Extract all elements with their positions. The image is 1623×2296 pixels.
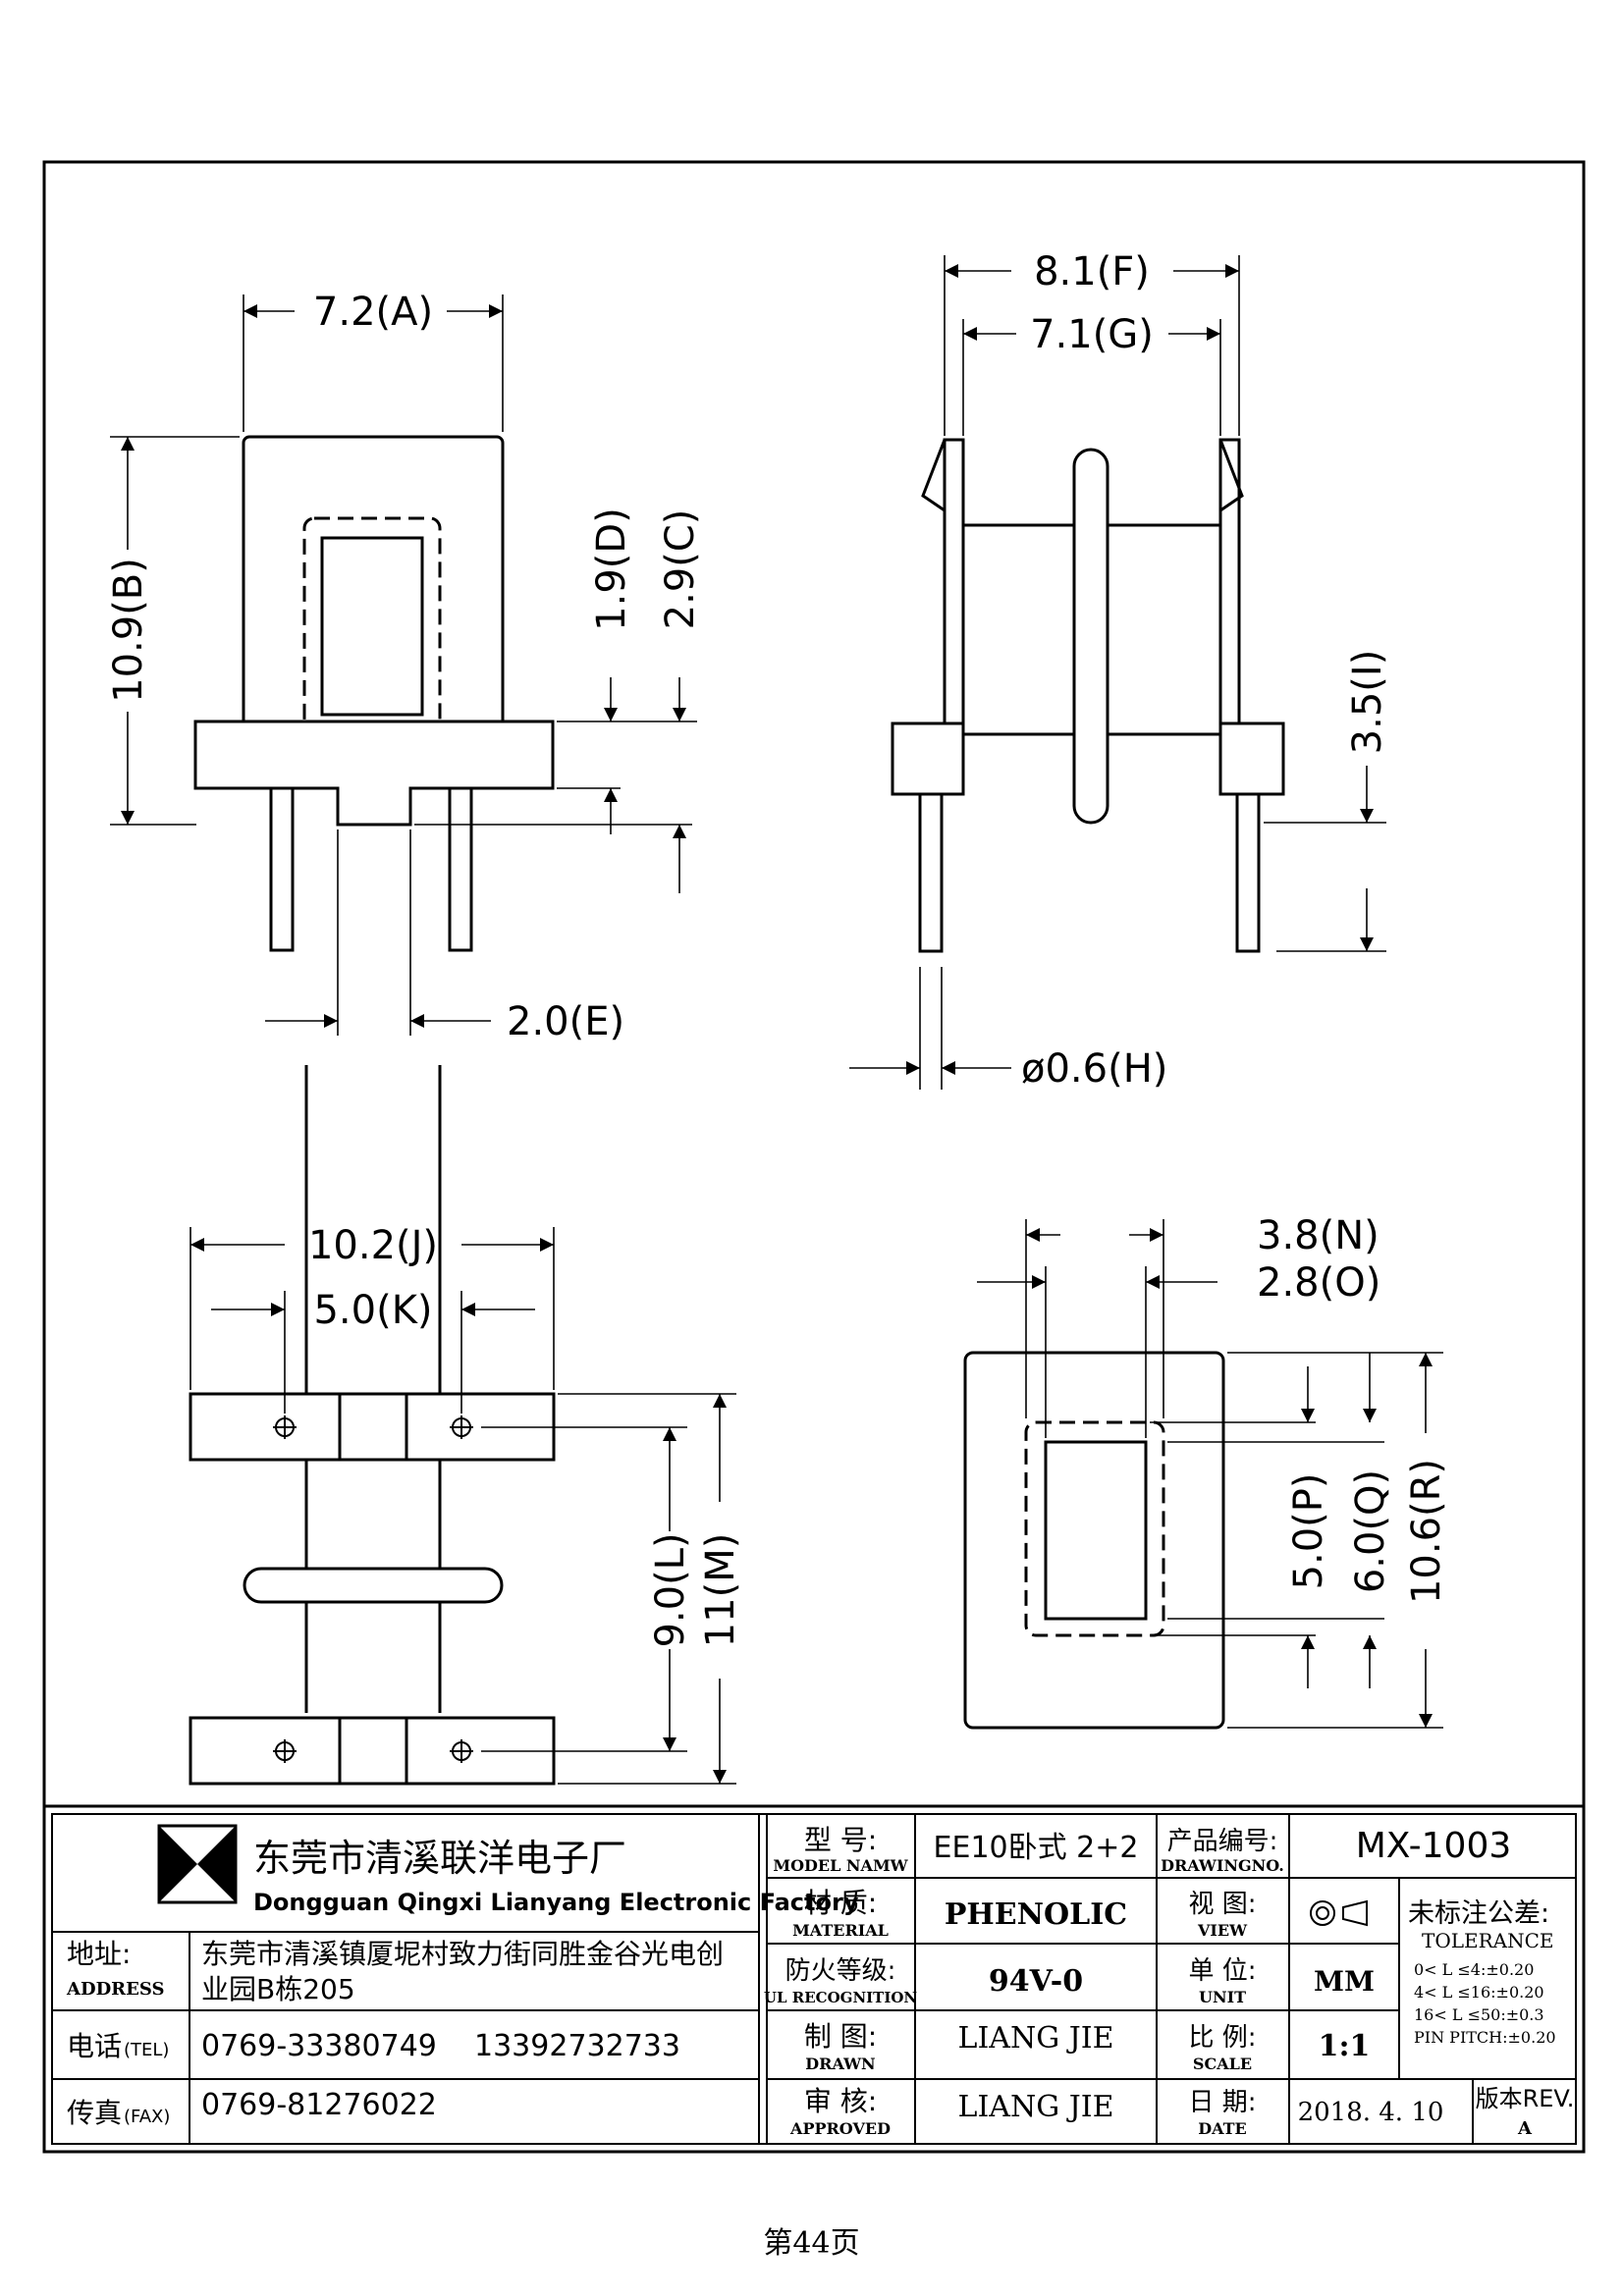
front-view	[193, 435, 555, 952]
tolerance-line-4: PIN PITCH:±0.20	[1414, 2028, 1556, 2047]
address-line-2: 业园B栋205	[201, 1973, 355, 2005]
unit-value: MM	[1314, 1965, 1375, 1998]
approved-value: LIANG JIE	[958, 2090, 1114, 2124]
dim-label-q: 6.0(Q)	[1348, 1469, 1393, 1593]
address-label-en: ADDRESS	[66, 1979, 164, 2000]
fax-label-en: (FAX)	[124, 2107, 170, 2127]
drawn-value: LIANG JIE	[958, 2021, 1114, 2056]
view-label-en: VIEW	[1197, 1921, 1248, 1940]
address-label-cn: 地址:	[67, 1938, 131, 1970]
dim-label-a: 7.2(A)	[313, 290, 433, 335]
view-label-cn: 视 图:	[1188, 1890, 1256, 1919]
ul-value: 94V-0	[989, 1964, 1083, 1999]
model-value: EE10卧式 2+2	[934, 1831, 1139, 1865]
material-label-en: MATERIAL	[792, 1921, 889, 1940]
bottom-view-labels: 10.2(J) 5.0(K) 9.0(L) 11(M)	[308, 1223, 743, 1648]
drawing-no-label-en: DRAWINGNO.	[1161, 1856, 1284, 1875]
dim-label-p: 5.0(P)	[1286, 1473, 1331, 1590]
drawing-no-label-cn: 产品编号:	[1167, 1827, 1278, 1856]
dim-label-g: 7.1(G)	[1030, 312, 1154, 357]
company-name-cn: 东莞市清溪联洋电子厂	[253, 1837, 626, 1880]
company-logo	[157, 1824, 238, 1904]
material-label-cn: 材 质:	[804, 1887, 877, 1919]
top-view-labels: 3.8(N) 2.8(O) 5.0(P) 6.0(Q) 10.6(R)	[1257, 1213, 1449, 1604]
tel-label-en: (TEL)	[124, 2040, 169, 2060]
date-value: 2018. 4. 10	[1298, 2098, 1444, 2127]
front-view-labels: 7.2(A) 10.9(B) 1.9(D) 2.9(C) 2.0(E)	[106, 290, 703, 1044]
scale-label-cn: 比 例:	[1188, 2023, 1256, 2053]
title-block	[42, 1804, 1586, 2154]
bottom-view-dimensions	[189, 1227, 736, 1785]
drawn-label-en: DRAWN	[805, 2055, 875, 2073]
projection-symbol-icon	[1310, 1899, 1368, 1927]
revision-value: A	[1517, 2118, 1533, 2139]
unit-label-en: UNIT	[1199, 1988, 1246, 2006]
address-line-1: 东莞市清溪镇厦坭村致力街同胜金谷光电创	[201, 1938, 724, 1970]
material-value: PHENOLIC	[945, 1897, 1127, 1932]
dim-label-c: 2.9(C)	[658, 509, 703, 630]
tolerance-label-cn: 未标注公差:	[1408, 1898, 1549, 1929]
drawing-no-value: MX-1003	[1356, 1826, 1512, 1866]
dim-label-f: 8.1(F)	[1034, 249, 1150, 294]
dim-label-d: 1.9(D)	[589, 507, 634, 631]
bottom-view	[189, 1065, 556, 1786]
dim-label-n: 3.8(N)	[1257, 1213, 1380, 1258]
revision-label: 版本REV.	[1476, 2085, 1575, 2112]
approved-label-cn: 审 核:	[804, 2085, 877, 2117]
dim-label-m: 11(M)	[698, 1533, 743, 1648]
ul-label-en: UL RECOGNITION	[764, 1989, 918, 2006]
drawn-label-cn: 制 图:	[804, 2020, 877, 2053]
ul-label-cn: 防火等级:	[785, 1956, 896, 1986]
dim-label-k: 5.0(K)	[313, 1288, 432, 1333]
tolerance-line-2: 4< L ≤16:±0.20	[1414, 1983, 1544, 2002]
top-view	[963, 1351, 1225, 1730]
fax-label-cn: 传真	[67, 2097, 122, 2129]
dim-label-o: 2.8(O)	[1257, 1260, 1380, 1306]
dim-label-j: 10.2(J)	[308, 1223, 438, 1268]
side-view	[891, 438, 1285, 953]
model-label-en: MODEL NAMW	[773, 1856, 908, 1875]
page-number: 第44页	[763, 2226, 860, 2261]
date-label-en: DATE	[1198, 2119, 1247, 2138]
dim-label-l: 9.0(L)	[648, 1532, 693, 1647]
date-label-cn: 日 期:	[1188, 2088, 1256, 2117]
model-label-cn: 型 号:	[804, 1824, 877, 1856]
company-name-en: Dongguan Qingxi Lianyang Electronic Fact…	[253, 1889, 859, 1916]
dim-label-h: ø0.6(H)	[1021, 1046, 1167, 1092]
dim-label-b: 10.9(B)	[106, 558, 151, 703]
tolerance-label-en: TOLERANCE	[1422, 1929, 1554, 1952]
top-view-dimensions	[977, 1219, 1443, 1729]
unit-label-cn: 单 位:	[1188, 1956, 1256, 1986]
dim-label-r: 10.6(R)	[1404, 1459, 1449, 1604]
side-view-dimensions	[849, 255, 1386, 1090]
tel-value: 0769-33380749 13392732733	[201, 2029, 680, 2063]
side-view-labels: 8.1(F) 7.1(G) ø0.6(H) 3.5(I)	[1021, 249, 1390, 1092]
tolerance-line-3: 16< L ≤50:±0.3	[1414, 2005, 1544, 2024]
tolerance-line-1: 0< L ≤4:±0.20	[1414, 1960, 1534, 1979]
tel-label-cn: 电话	[67, 2030, 122, 2062]
front-view-dimensions	[110, 294, 697, 1036]
fax-value: 0769-81276022	[201, 2088, 437, 2122]
dim-label-e: 2.0(E)	[507, 999, 624, 1044]
scale-value: 1:1	[1319, 2029, 1371, 2063]
scale-label-en: SCALE	[1193, 2055, 1252, 2073]
dim-label-i: 3.5(I)	[1345, 650, 1390, 755]
approved-label-en: APPROVED	[789, 2119, 891, 2138]
